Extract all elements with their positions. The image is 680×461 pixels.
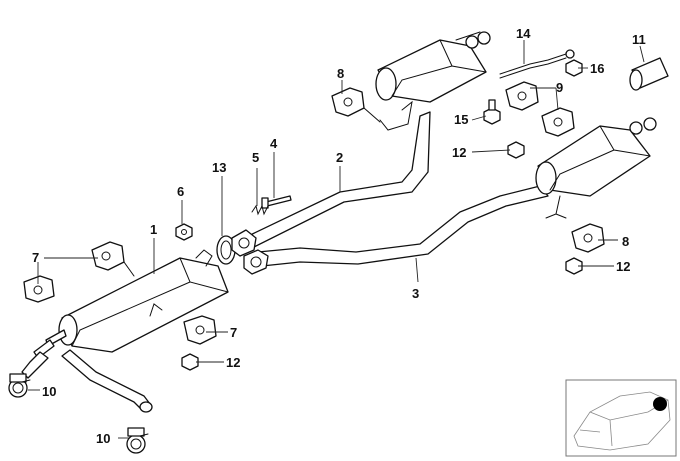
location-marker-icon: [653, 397, 667, 411]
screw-15[interactable]: [483, 99, 501, 125]
callout-8-upper: 8: [337, 66, 344, 81]
callout-12-upper: 12: [452, 145, 466, 160]
intermediate-pipe-upper[interactable]: [231, 111, 431, 257]
vehicle-location-inset: [565, 379, 677, 457]
exhaust-clamp-bottom[interactable]: [126, 427, 149, 454]
spring[interactable]: [251, 204, 269, 216]
callout-16: 16: [590, 61, 604, 76]
rubber-hanger-left-upper[interactable]: [91, 241, 135, 277]
callout-11: 11: [632, 32, 646, 47]
callout-6: 6: [177, 184, 184, 199]
callout-14: 14: [516, 26, 531, 41]
callout-8-lower: 8: [622, 234, 629, 249]
intermediate-pipe-lower[interactable]: [243, 185, 549, 275]
leader-lines: [28, 40, 645, 439]
bolt[interactable]: [261, 195, 292, 209]
nut-12-upper[interactable]: [507, 141, 525, 159]
callout-12-lower: 12: [226, 355, 240, 370]
rubber-hanger-9-a[interactable]: [505, 81, 539, 111]
rubber-hanger-left-lower[interactable]: [23, 275, 55, 303]
callout-1: 1: [150, 222, 157, 237]
callout-3: 3: [412, 286, 419, 301]
rubber-hanger-center[interactable]: [183, 315, 217, 345]
callout-labels: 1 2 3 4 5 6 7 7 8 8 9 10 10 11 12 12 12 …: [32, 26, 646, 446]
callout-7-center: 7: [230, 325, 237, 340]
callout-10-left: 10: [42, 384, 56, 399]
nut-12-lower[interactable]: [181, 353, 199, 371]
rear-silencer-lower[interactable]: [535, 117, 657, 219]
tailpipe-tip[interactable]: [629, 57, 669, 91]
front-silencer[interactable]: [33, 249, 229, 359]
callout-4: 4: [270, 136, 278, 151]
callout-13: 13: [212, 160, 226, 175]
callout-15: 15: [454, 112, 468, 127]
nut-16[interactable]: [565, 59, 583, 77]
callout-5: 5: [252, 150, 259, 165]
callout-7-left: 7: [32, 250, 39, 265]
exhaust-clamp-lower-left[interactable]: [8, 373, 31, 398]
rubber-hanger-8-lower[interactable]: [571, 223, 605, 253]
rear-silencer-upper[interactable]: [375, 31, 491, 131]
rubber-hanger-9-b[interactable]: [541, 107, 575, 137]
callout-12-right: 12: [616, 259, 630, 274]
nut-12-right[interactable]: [565, 257, 583, 275]
callout-10-bottom: 10: [96, 431, 110, 446]
nut-6[interactable]: [175, 223, 193, 241]
callout-2: 2: [336, 150, 343, 165]
bracket-rod[interactable]: [499, 49, 575, 79]
front-tail-pipes[interactable]: [21, 349, 153, 413]
gasket-ring[interactable]: [216, 235, 236, 265]
rubber-hanger-8-upper[interactable]: [331, 87, 381, 123]
callout-9: 9: [556, 80, 563, 95]
